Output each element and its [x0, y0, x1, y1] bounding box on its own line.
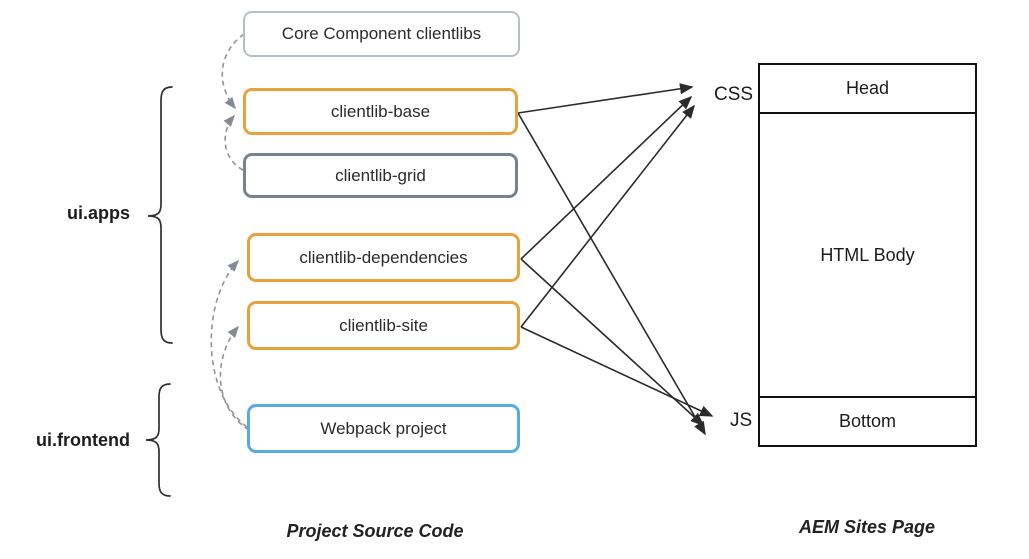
output-label-js: JS: [730, 410, 753, 431]
caption-aem-sites-page: AEM Sites Page: [798, 517, 936, 537]
output-label-css: CSS: [714, 84, 754, 105]
brace-ui-apps: [147, 86, 173, 344]
arrow-site-to-js: [520, 326, 714, 417]
box-clientlib-grid-label: clientlib-grid: [335, 165, 426, 185]
page-section-head: Head: [760, 65, 975, 114]
box-clientlib-dependencies: clientlib-dependencies: [247, 233, 520, 282]
arrow-base-to-css: [517, 83, 694, 114]
dashed-arrow-grid-to-base: [223, 114, 244, 171]
arrow-dependencies-to-js: [520, 258, 705, 427]
group-label-ui-frontend: ui.frontend: [36, 430, 130, 450]
dashed-arrow-core-to-base: [221, 33, 245, 110]
box-clientlib-grid: clientlib-grid: [243, 153, 518, 198]
box-core-component-clientlibs: Core Component clientlibs: [243, 11, 520, 57]
aem-page-rect: Head HTML Body Bottom: [758, 63, 977, 447]
dashed-arrow-webpack-to-site: [219, 325, 250, 431]
caption-project-source-code: Project Source Code: [286, 521, 464, 541]
page-section-bottom-label: Bottom: [838, 411, 897, 431]
box-clientlib-site-label: clientlib-site: [339, 315, 428, 335]
brace-ui-frontend: [145, 383, 171, 497]
page-section-html-body: HTML Body: [760, 114, 975, 396]
page-section-head-label: Head: [845, 78, 890, 98]
group-label-ui-apps: ui.apps: [66, 203, 130, 223]
box-clientlib-base: clientlib-base: [243, 88, 518, 135]
box-core-component-clientlibs-label: Core Component clientlibs: [281, 24, 482, 43]
box-clientlib-base-label: clientlib-base: [330, 101, 431, 121]
arrow-base-to-js: [517, 112, 706, 436]
dashed-arrow-webpack-to-dependencies: [210, 259, 248, 428]
box-clientlib-site: clientlib-site: [247, 301, 520, 350]
box-webpack-project-label: Webpack project: [320, 418, 447, 438]
arrow-site-to-css: [520, 104, 695, 328]
box-clientlib-dependencies-label: clientlib-dependencies: [299, 247, 468, 267]
page-section-bottom: Bottom: [760, 396, 975, 445]
page-section-html-body-label: HTML Body: [820, 244, 915, 265]
arrow-dependencies-to-css: [520, 95, 693, 260]
box-webpack-project: Webpack project: [247, 404, 520, 453]
